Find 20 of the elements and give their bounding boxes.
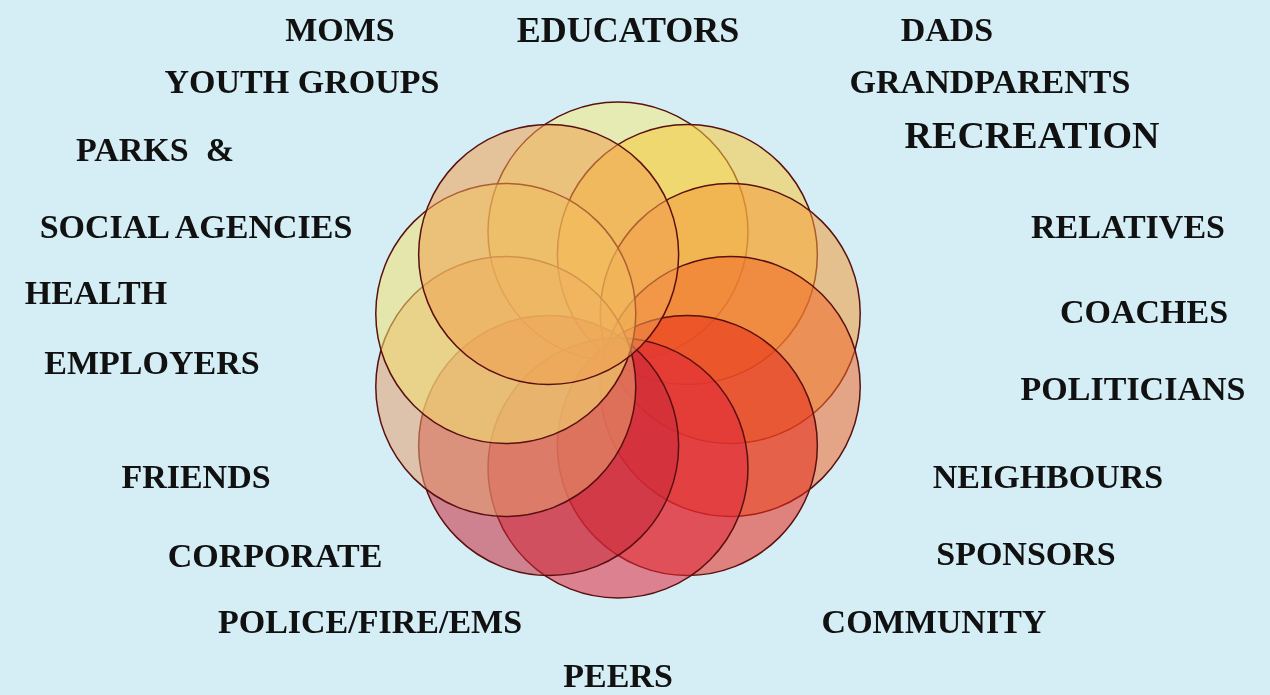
stakeholder-label: EMPLOYERS bbox=[44, 346, 260, 380]
stakeholder-label: RECREATION bbox=[904, 116, 1160, 154]
stakeholder-label: RELATIVES bbox=[1031, 210, 1225, 244]
stakeholder-label: MOMS bbox=[285, 13, 395, 47]
stakeholder-label: SPONSORS bbox=[936, 537, 1116, 571]
stakeholder-label: CORPORATE bbox=[167, 539, 383, 573]
stakeholder-label: COACHES bbox=[1059, 295, 1229, 329]
stakeholder-label: EDUCATORS bbox=[516, 12, 740, 48]
stakeholder-label: FRIENDS bbox=[121, 460, 271, 494]
stakeholder-label: DADS bbox=[900, 13, 994, 47]
stakeholder-label: PARKS & bbox=[76, 133, 234, 167]
stakeholder-label: COMMUNITY bbox=[821, 605, 1047, 639]
stakeholder-label: SOCIAL AGENCIES bbox=[39, 210, 353, 244]
stakeholder-label: NEIGHBOURS bbox=[932, 460, 1164, 494]
stakeholder-label: PEERS bbox=[563, 659, 673, 693]
stakeholder-label: HEALTH bbox=[24, 276, 168, 310]
stakeholder-label: YOUTH GROUPS bbox=[164, 65, 440, 99]
stakeholder-label: GRANDPARENTS bbox=[849, 65, 1131, 99]
stakeholder-label: POLITICIANS bbox=[1020, 372, 1246, 406]
stakeholder-label: POLICE/FIRE/EMS bbox=[217, 605, 523, 639]
